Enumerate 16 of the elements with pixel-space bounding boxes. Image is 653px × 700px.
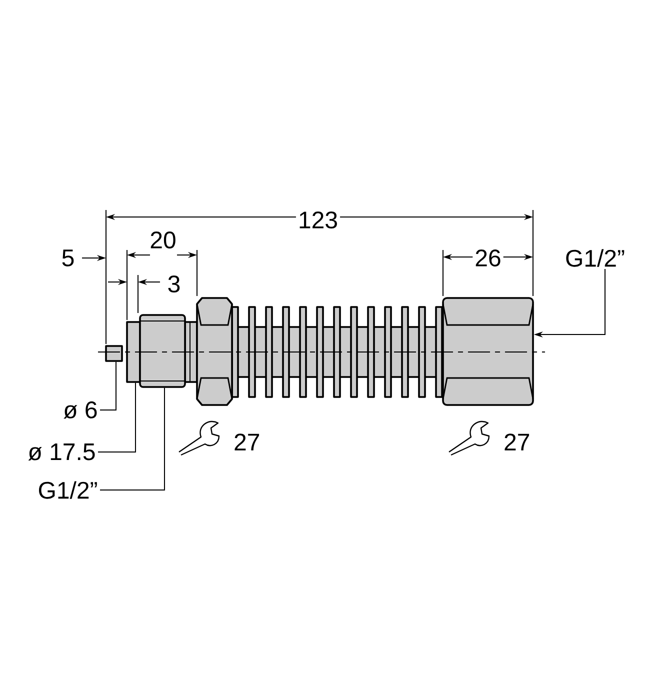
dimension-text: 27 bbox=[234, 434, 260, 450]
dimension-text: 123 bbox=[296, 210, 340, 230]
dimension-text: 27 bbox=[504, 434, 530, 450]
callout-text: G1/2” bbox=[566, 249, 624, 267]
leader-line bbox=[100, 387, 165, 490]
pin bbox=[105, 345, 123, 362]
leader-line bbox=[98, 382, 136, 452]
dimension-text: 20 bbox=[148, 230, 178, 250]
callout-text: G1/2” bbox=[38, 481, 97, 499]
callout-text: ø 6 bbox=[64, 401, 97, 419]
dimension-text: 3 bbox=[165, 274, 183, 294]
callout-text: ø 17.5 bbox=[28, 444, 95, 460]
collar bbox=[126, 321, 141, 383]
dimension-text: 26 bbox=[472, 248, 504, 268]
leader-line bbox=[100, 361, 116, 410]
dimension-text: 5 bbox=[59, 248, 77, 268]
